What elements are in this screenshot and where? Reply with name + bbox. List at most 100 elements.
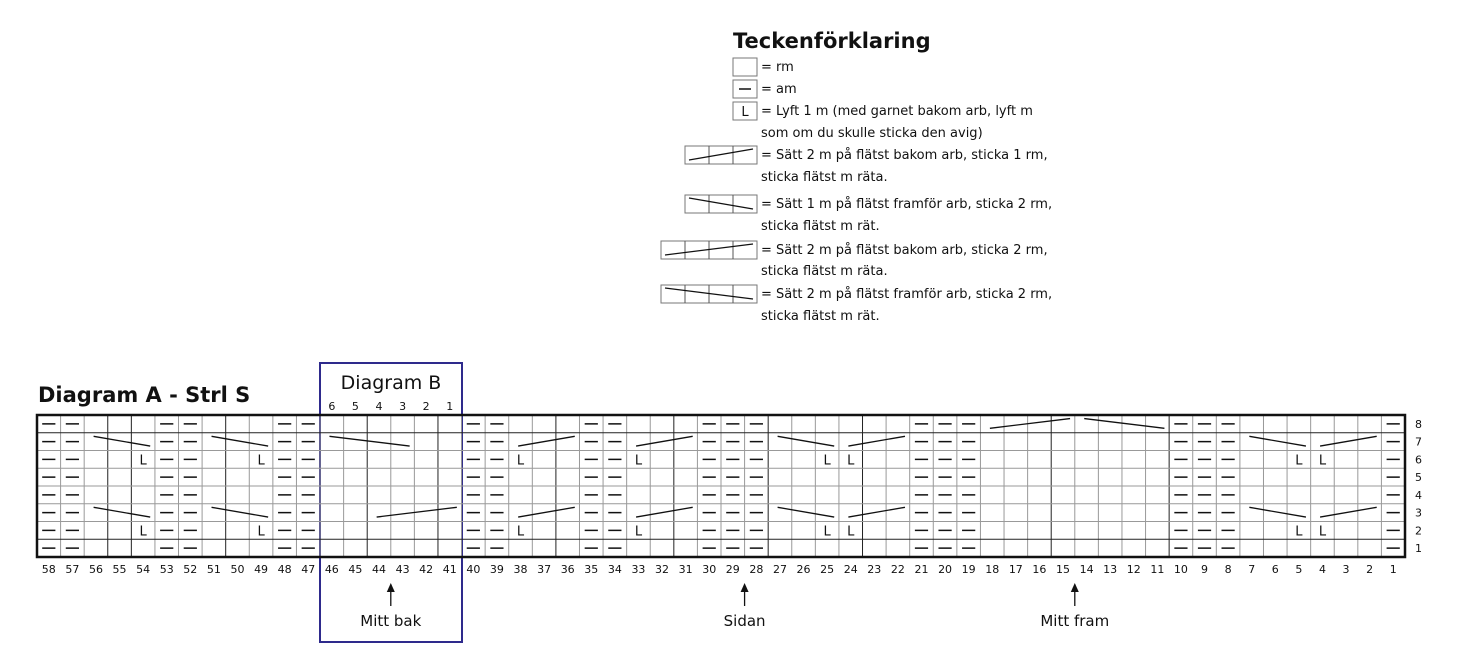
cable-falling-mark	[329, 435, 410, 447]
legend-text: = Sätt 2 m på flätst bakom arb, sticka 1…	[761, 148, 1048, 163]
arrow-head-icon	[740, 583, 749, 592]
symbol-frame	[732, 101, 758, 121]
stitch-number-label: 58	[42, 563, 56, 576]
row-number-label: 4	[1415, 489, 1422, 502]
legend-text: = Lyft 1 m (med garnet bakom arb, lyft m	[761, 104, 1033, 119]
diagram-b-column-label: 4	[376, 400, 383, 413]
stitch-number-label: 22	[891, 563, 905, 576]
slip-stitch-mark: L	[140, 524, 148, 539]
stitch-number-label: 11	[1150, 563, 1164, 576]
legend-text: som om du skulle sticka den avig)	[761, 126, 983, 141]
cable-falling-mark	[777, 506, 835, 518]
stitch-number-label: 57	[65, 563, 79, 576]
cable-falling-mark	[211, 435, 269, 447]
stitch-number-label: 30	[702, 563, 716, 576]
grid-border	[35, 413, 1407, 559]
legend-text: sticka flätst m räta.	[761, 264, 888, 279]
cable-falling-mark	[93, 435, 151, 447]
stitch-number-label: 23	[867, 563, 881, 576]
stitch-number-label: 6	[1272, 563, 1279, 576]
stitch-number-label: 17	[1009, 563, 1023, 576]
stitch-number-label: 10	[1174, 563, 1188, 576]
diagram-b-title: Diagram B	[341, 372, 442, 394]
legend-symbol-cable-3-rising-icon	[684, 145, 758, 165]
stitch-number-label: 33	[631, 563, 645, 576]
row-number-label: 7	[1415, 436, 1422, 449]
stitch-number-label: 32	[655, 563, 669, 576]
stitch-number-label: 16	[1032, 563, 1046, 576]
stitch-number-label: 43	[396, 563, 410, 576]
cable-falling-mark	[93, 506, 151, 518]
legend-text: = Sätt 1 m på flätst framför arb, sticka…	[761, 197, 1052, 212]
slip-stitch-mark: L	[257, 524, 265, 539]
legend-symbol-cable-4-rising-icon	[660, 240, 758, 260]
stitch-number-label: 46	[325, 563, 339, 576]
row-number-label: 2	[1415, 524, 1422, 537]
stitch-number-label: 27	[773, 563, 787, 576]
stitch-number-label: 41	[443, 563, 457, 576]
stitch-number-label: 25	[820, 563, 834, 576]
marker-label: Mitt bak	[360, 612, 421, 630]
legend: Teckenförklaring = rm= amL= Lyft 1 m (me…	[660, 29, 1052, 324]
stitch-number-label: 49	[254, 563, 268, 576]
cable-rising-mark	[1319, 506, 1377, 518]
slip-stitch-mark: L	[1295, 524, 1303, 539]
stitch-number-label: 45	[348, 563, 362, 576]
cable-rising-mark	[518, 506, 575, 518]
stitch-number-label: 8	[1225, 563, 1232, 576]
cable-line	[664, 243, 754, 256]
stitch-number-label: 55	[113, 563, 127, 576]
marker-label: Sidan	[724, 612, 766, 630]
arrow-head-icon	[1070, 583, 1079, 592]
stitch-number-label: 26	[797, 563, 811, 576]
legend-text: = am	[761, 82, 797, 97]
stitch-number-label: 47	[301, 563, 315, 576]
row-number-label: 3	[1415, 507, 1422, 520]
row-number-label: 8	[1415, 418, 1422, 431]
cable-rising-mark	[376, 506, 457, 518]
diagram-a-title: Diagram A - Strl S	[38, 383, 250, 407]
stitch-number-label: 51	[207, 563, 221, 576]
cable-rising-mark	[848, 506, 906, 518]
slip-stitch-mark: L	[517, 453, 525, 468]
legend-symbol-L-icon: L	[732, 101, 758, 121]
stitch-number-label: 31	[679, 563, 693, 576]
stitch-number-label: 44	[372, 563, 386, 576]
slip-stitch-mark: L	[635, 453, 643, 468]
cable-line	[664, 287, 754, 300]
slip-stitch-mark: L	[847, 453, 855, 468]
stitch-number-label: 20	[938, 563, 952, 576]
slip-stitch-mark: L	[140, 453, 148, 468]
slip-stitch-mark: L	[1319, 453, 1327, 468]
slip-glyph: L	[741, 105, 749, 120]
stitch-number-label: 12	[1127, 563, 1141, 576]
marker-label: Mitt fram	[1040, 612, 1109, 630]
legend-text: sticka flätst m rät.	[761, 309, 880, 324]
arrow-head-icon	[386, 583, 395, 592]
slip-stitch-mark: L	[517, 524, 525, 539]
cable-falling-mark	[777, 435, 835, 447]
stitch-number-label: 1	[1390, 563, 1397, 576]
stitch-number-label: 42	[419, 563, 433, 576]
symbol-frame	[732, 57, 758, 77]
legend-symbol-cable-4-falling-icon	[660, 284, 758, 304]
legend-text: = rm	[761, 60, 794, 75]
diagram-b-column-label: 2	[423, 400, 430, 413]
slip-stitch-mark: L	[257, 453, 265, 468]
stitch-number-label: 9	[1201, 563, 1208, 576]
slip-stitch-mark: L	[847, 524, 855, 539]
slip-stitch-mark: L	[824, 524, 832, 539]
stitch-number-label: 36	[561, 563, 575, 576]
diagram-b-column-label: 3	[399, 400, 406, 413]
cable-falling-mark	[211, 506, 269, 518]
diagram-b-column-label: 6	[328, 400, 335, 413]
stitch-number-label: 29	[726, 563, 740, 576]
legend-symbol-cable-3-falling-icon	[684, 194, 758, 214]
cable-falling-mark	[1084, 417, 1165, 429]
diagram-b-column-label: 1	[446, 400, 453, 413]
stitch-number-label: 40	[466, 563, 480, 576]
stitch-number-label: 15	[1056, 563, 1070, 576]
cable-rising-mark	[635, 506, 693, 518]
